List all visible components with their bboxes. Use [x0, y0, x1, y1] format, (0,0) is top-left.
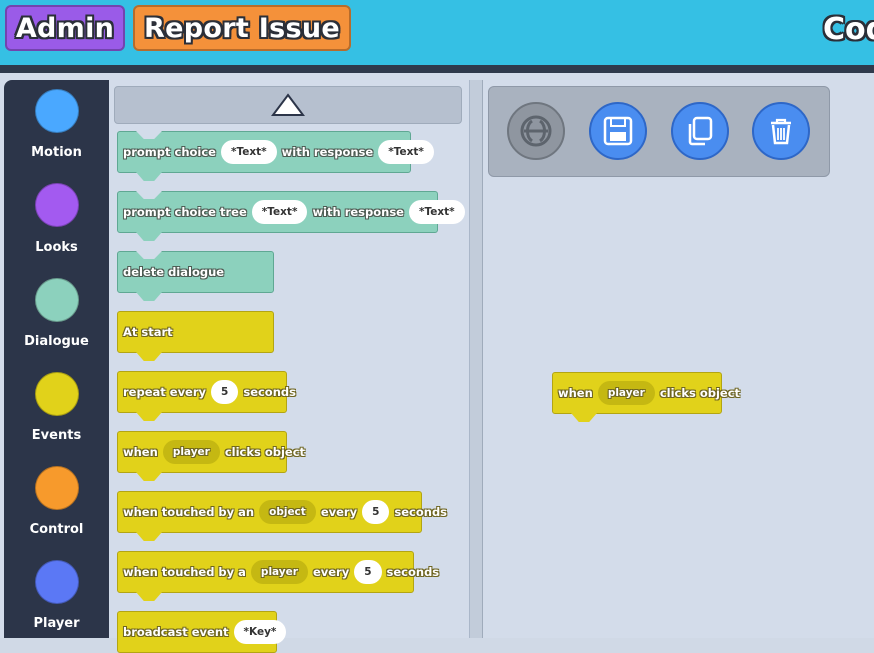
scroll-up-button[interactable]: [114, 86, 462, 124]
player-dropdown[interactable]: player: [162, 440, 220, 464]
text-input[interactable]: *Text*: [251, 200, 308, 224]
block-text: with response: [312, 205, 404, 219]
block-repeat-every[interactable]: repeat every 5 seconds: [117, 371, 296, 421]
text-input[interactable]: *Text*: [378, 140, 434, 164]
page-title: Cod: [823, 12, 874, 47]
save-icon: [603, 116, 633, 146]
player-dropdown[interactable]: player: [597, 381, 655, 405]
block-text: clicks object: [659, 386, 741, 400]
dialogue-category-icon[interactable]: [35, 278, 79, 322]
block-text: when touched by a: [123, 565, 246, 579]
block-text: with response: [281, 145, 374, 159]
text-input[interactable]: *Text*: [220, 140, 277, 164]
block-text: seconds: [386, 565, 440, 579]
block-text: prompt choice tree: [123, 205, 247, 219]
events-category-icon[interactable]: [35, 372, 79, 416]
admin-button[interactable]: Admin: [5, 5, 125, 51]
category-label: Player: [33, 616, 80, 631]
block-text: prompt choice: [123, 145, 216, 159]
canvas-block-when-clicks[interactable]: when player clicks object: [552, 372, 740, 422]
block-text: when: [558, 386, 593, 400]
number-input[interactable]: 5: [211, 380, 239, 404]
block-text: delete dialogue: [123, 265, 225, 279]
top-bar-divider: [0, 65, 874, 73]
player-category-icon[interactable]: [35, 560, 79, 604]
block-when-touched-player[interactable]: when touched by a player every 5 seconds: [117, 551, 439, 601]
block-text: repeat every: [123, 385, 207, 399]
number-input[interactable]: 5: [362, 500, 390, 524]
category-label: Motion: [31, 145, 82, 160]
block-at-start[interactable]: At start: [117, 311, 274, 361]
block-text: seconds: [243, 385, 296, 399]
block-broadcast-event[interactable]: broadcast event *Key*: [117, 611, 287, 653]
category-sidebar: Motion Looks Dialogue Events Control Pla…: [4, 80, 109, 638]
unlink-icon: [520, 115, 552, 147]
block-text: every: [312, 565, 350, 579]
block-text: At start: [123, 325, 173, 339]
copy-button[interactable]: [671, 102, 729, 160]
text-input[interactable]: *Key*: [233, 620, 287, 644]
motion-category-icon[interactable]: [35, 89, 79, 133]
delete-button[interactable]: [752, 102, 810, 160]
block-text: seconds: [394, 505, 448, 519]
category-label: Control: [29, 522, 84, 537]
report-issue-button[interactable]: Report Issue: [133, 5, 351, 51]
player-dropdown[interactable]: player: [250, 560, 308, 584]
category-label: Looks: [35, 240, 78, 255]
category-label: Events: [31, 428, 82, 443]
block-text: broadcast event: [123, 625, 229, 639]
unlink-button[interactable]: [507, 102, 565, 160]
block-delete-dialogue[interactable]: delete dialogue: [117, 251, 274, 301]
top-bar: [0, 0, 874, 65]
copy-icon: [688, 116, 713, 146]
block-palette: [109, 80, 471, 638]
category-label: Dialogue: [24, 334, 89, 349]
block-prompt-choice[interactable]: prompt choice *Text* with response *Text…: [117, 131, 434, 181]
block-when-clicks[interactable]: when player clicks object: [117, 431, 305, 481]
text-input[interactable]: *Text*: [408, 200, 465, 224]
control-category-icon[interactable]: [35, 466, 79, 510]
looks-category-icon[interactable]: [35, 183, 79, 227]
trash-icon: [771, 118, 791, 145]
block-prompt-choice-tree[interactable]: prompt choice tree *Text* with response …: [117, 191, 465, 241]
block-text: when: [123, 445, 158, 459]
block-text: every: [320, 505, 358, 519]
object-dropdown[interactable]: object: [259, 500, 316, 524]
block-when-touched-object[interactable]: when touched by an object every 5 second…: [117, 491, 447, 541]
triangle-up-icon: [271, 93, 305, 116]
block-text: when touched by an: [123, 505, 255, 519]
panel-divider[interactable]: [470, 80, 482, 638]
save-button[interactable]: [589, 102, 647, 160]
number-input[interactable]: 5: [354, 560, 382, 584]
block-text: clicks object: [224, 445, 306, 459]
